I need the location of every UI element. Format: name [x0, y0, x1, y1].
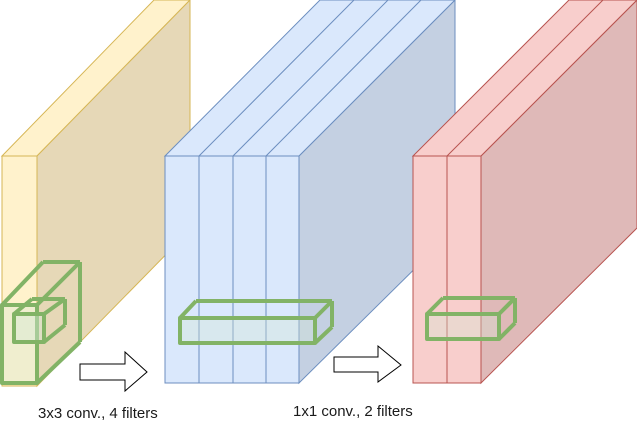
conv3x3-channel-4: [265, 155, 300, 384]
conv1x1-channel-1: [412, 155, 448, 384]
conv3x3-channel-3: [232, 155, 267, 384]
input-volume-front-face: [1, 155, 38, 387]
kernel-3x3-inner: [12, 297, 67, 344]
arrow-2: [333, 344, 402, 383]
caption-3x3-conv: 3x3 conv., 4 filters: [38, 405, 158, 422]
conv3x3-channel-2: [198, 155, 234, 384]
conv3x3-output-volume: [163, 0, 456, 385]
conv1x1-channel-2: [446, 155, 482, 384]
conv1x1-output-volume: [411, 0, 637, 385]
caption-1x1-conv: 1x1 conv., 2 filters: [293, 403, 413, 420]
conv3x3-channel-1: [164, 155, 200, 384]
kernel-1x1-blue: [178, 299, 334, 345]
kernel-1x1-red: [425, 296, 517, 341]
input-volume: [0, 0, 191, 388]
arrow-1: [79, 350, 148, 393]
